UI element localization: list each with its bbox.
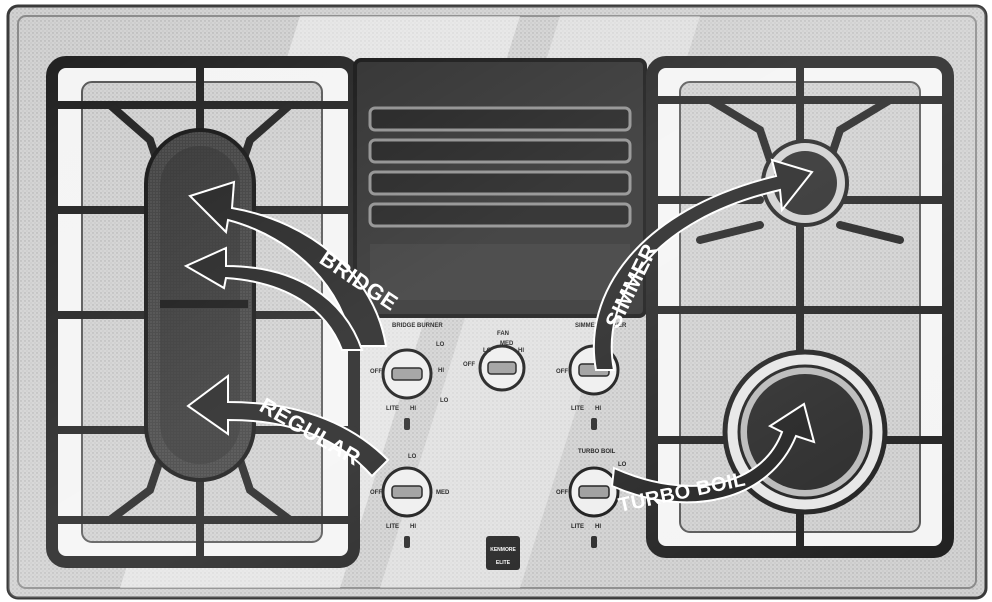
sheen-overlay — [8, 6, 986, 598]
